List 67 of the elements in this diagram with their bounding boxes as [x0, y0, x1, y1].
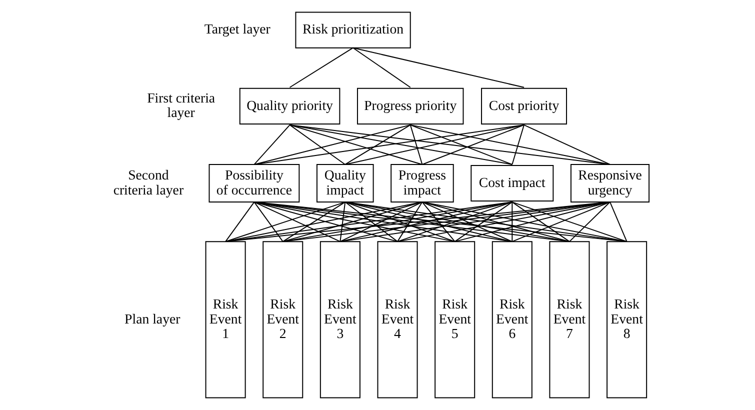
connector: [397, 202, 513, 242]
node-box: Quality priority: [239, 88, 340, 124]
connector: [289, 124, 610, 165]
connector: [282, 202, 423, 242]
connector: [422, 202, 456, 242]
connector: [340, 202, 346, 242]
connector: [410, 124, 610, 165]
connector: [422, 202, 628, 242]
connector: [225, 202, 346, 242]
node-box: Quality impact: [316, 164, 374, 203]
connector: [410, 124, 513, 165]
connector: [524, 124, 610, 165]
connector: [352, 47, 525, 88]
label: Target layer: [204, 22, 270, 37]
connector: [289, 124, 513, 165]
connector: [340, 202, 423, 242]
connector: [254, 202, 570, 242]
node-box: Cost impact: [470, 164, 554, 202]
connector: [289, 124, 423, 165]
connector: [352, 47, 411, 88]
node-box: Progress impact: [390, 164, 454, 203]
connector: [410, 124, 423, 165]
connector: [344, 202, 398, 242]
node-box: Risk Event 5: [434, 241, 476, 398]
node-box: Risk Event 7: [549, 241, 590, 398]
label: First criteria layer: [147, 90, 216, 120]
node-box: Risk Event 4: [377, 241, 418, 398]
connector: [254, 202, 341, 242]
node-box: Risk Event 3: [320, 241, 360, 398]
node-box: Responsive urgency: [570, 164, 650, 203]
connector: [225, 202, 423, 242]
connector: [422, 202, 570, 242]
connector: [512, 202, 513, 242]
connector: [397, 202, 610, 242]
connector: [254, 124, 290, 165]
connector: [289, 124, 346, 165]
node-box: Risk prioritization: [295, 12, 411, 48]
label: Plan layer: [124, 311, 180, 326]
connector: [254, 202, 456, 242]
connector: [344, 202, 456, 242]
connector: [254, 124, 525, 165]
connector: [344, 124, 411, 165]
connector: [344, 124, 525, 165]
connector: [512, 124, 525, 165]
connector: [454, 202, 513, 242]
connector: [454, 202, 610, 242]
node-box: Cost priority: [481, 88, 568, 124]
connector: [422, 124, 525, 165]
connector: [282, 202, 346, 242]
node-box: Risk Event 2: [262, 241, 304, 398]
connector: [344, 202, 570, 242]
node-box: Risk Event 6: [492, 241, 532, 398]
connector: [569, 202, 610, 242]
node-box: Risk Event 8: [606, 241, 648, 398]
connector: [254, 202, 284, 242]
node-box: Progress priority: [357, 88, 464, 124]
connector: [512, 202, 570, 242]
node-box: Risk Event 1: [205, 241, 246, 398]
connector: [225, 202, 255, 242]
node-box: Possibility of occurrence: [208, 164, 300, 203]
connector: [289, 47, 354, 88]
connector: [254, 202, 398, 242]
connector: [422, 202, 513, 242]
connector: [397, 202, 423, 242]
connector: [254, 124, 411, 165]
label: Second criteria layer: [113, 168, 184, 198]
connector: [610, 202, 628, 242]
